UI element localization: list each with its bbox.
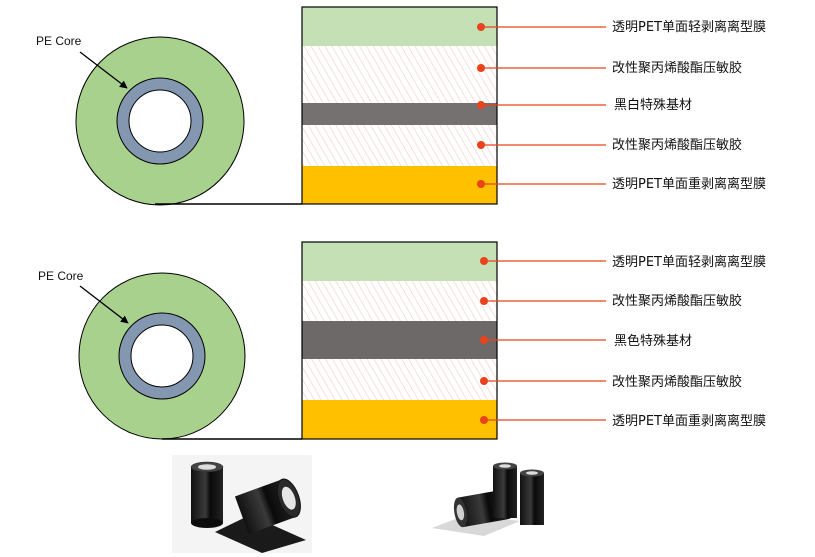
black-tape-rolls-photo-2: [432, 462, 544, 536]
core-label: PE Core: [38, 269, 84, 283]
layer-label: 透明PET单面轻剥离离型膜: [612, 19, 766, 35]
dot: [480, 336, 488, 344]
layer-4: [302, 359, 497, 400]
layer-label: 透明PET单面重剥离离型膜: [612, 176, 766, 192]
layer-label: 改性聚丙烯酸酯压敏胶: [612, 374, 742, 390]
dot: [480, 416, 488, 424]
core-arrow: [79, 285, 129, 324]
layer-label: 改性聚丙烯酸酯压敏胶: [612, 293, 742, 309]
core-label: PE Core: [36, 34, 82, 48]
dot: [480, 257, 488, 265]
layer-label: 透明PET单面重剥离离型膜: [612, 413, 766, 429]
layer-5: [302, 400, 497, 439]
dot: [477, 23, 485, 31]
dot: [477, 101, 485, 109]
layer-3: [302, 321, 497, 359]
layer-1: [302, 7, 497, 46]
layer-4: [302, 125, 497, 166]
core-hole: [130, 324, 194, 388]
layer-label: 透明PET单面轻剥离离型膜: [612, 254, 766, 270]
layer-stack-2: [301, 241, 498, 440]
diagram-2: PE Core 透明PET单面轻剥离离型膜 改性聚丙烯酸酯压敏胶 黑色特殊基材 …: [38, 241, 766, 440]
core-hole: [128, 89, 192, 153]
layer-label: 黑白特殊基材: [614, 97, 692, 113]
dot: [477, 180, 485, 188]
layer-label: 改性聚丙烯酸酯压敏胶: [612, 137, 742, 153]
layer-2: [302, 281, 497, 321]
layer-stack-1: [301, 6, 498, 205]
dot: [480, 377, 488, 385]
black-tape-rolls-photo-1: [172, 455, 312, 553]
layer-label: 黑色特殊基材: [614, 333, 692, 349]
callouts-1: 透明PET单面轻剥离离型膜 改性聚丙烯酸酯压敏胶 黑白特殊基材 改性聚丙烯酸酯压…: [477, 19, 766, 192]
roll-2: PE Core: [38, 269, 302, 440]
layer-3: [302, 103, 497, 125]
layer-2: [302, 46, 497, 103]
layer-5: [302, 166, 497, 204]
dot: [477, 64, 485, 72]
dot: [477, 141, 485, 149]
layer-label: 改性聚丙烯酸酯压敏胶: [612, 60, 742, 76]
roll-1: PE Core: [36, 34, 302, 206]
callouts-2: 透明PET单面轻剥离离型膜 改性聚丙烯酸酯压敏胶 黑色特殊基材 改性聚丙烯酸酯压…: [480, 254, 766, 429]
layer-1: [302, 242, 497, 281]
diagram-1: PE Core 透明PET单面轻剥离离型膜 改性聚丙烯酸酯压敏胶 黑白特殊基材 …: [36, 6, 766, 206]
core-arrow: [79, 51, 128, 89]
dot: [480, 297, 488, 305]
